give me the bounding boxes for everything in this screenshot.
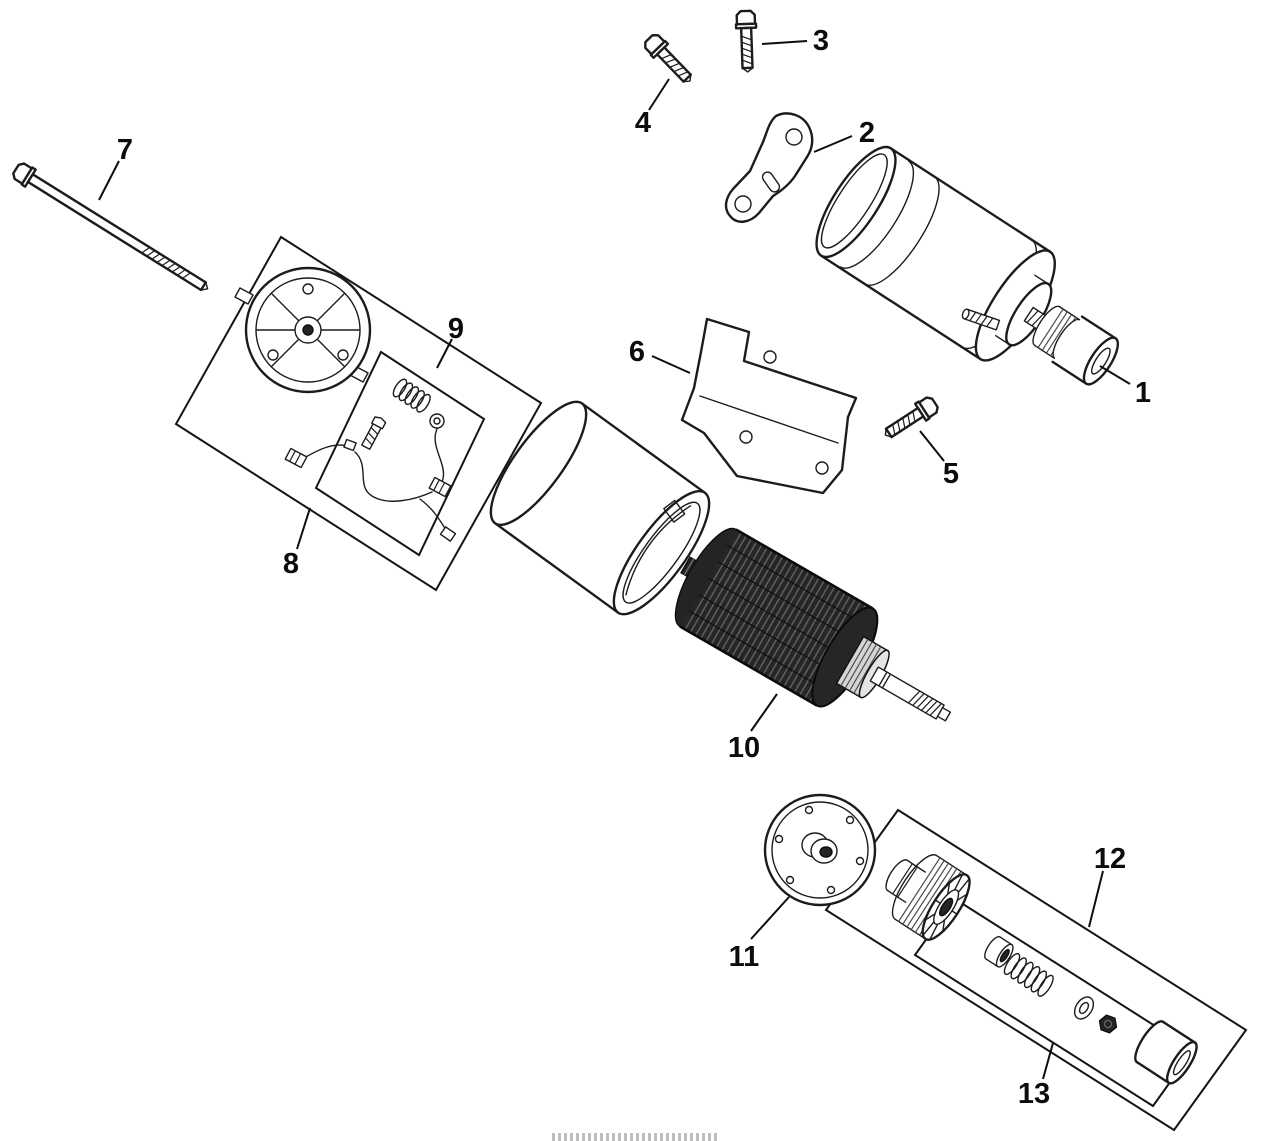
drive-spring (1003, 952, 1054, 997)
callout-leader-lines (98, 40, 1131, 1080)
callout-2: 2 (859, 117, 875, 149)
part-4-bolt (644, 33, 692, 83)
wire-connector (343, 438, 357, 452)
brush-block (284, 447, 308, 469)
callout-6: 6 (629, 336, 645, 368)
callout-4: 4 (635, 107, 651, 139)
part-13-retainer-set (984, 936, 1198, 1085)
brush-block (428, 476, 452, 498)
ring-terminal (429, 413, 445, 429)
callout-5: 5 (943, 458, 959, 490)
callout-1: 1 (1135, 377, 1151, 409)
part-8-end-cap (234, 266, 372, 394)
retainer-washer (1073, 996, 1095, 1020)
part-11-drive-plate (763, 793, 877, 907)
callout-9: 9 (448, 313, 464, 345)
callout-numbers: 1 2 3 4 5 6 7 8 9 10 11 12 13 (117, 25, 1151, 1110)
kit-box-part13 (913, 897, 1195, 1108)
cropped-footer-text (552, 1133, 720, 1141)
part-9-brush-kit (284, 378, 457, 542)
part-5-bolt (884, 396, 939, 439)
spring-cup (1134, 1020, 1198, 1085)
part-12-drive-pinion (885, 854, 971, 941)
kit-box-part8 (174, 235, 543, 592)
terminal-stud (361, 416, 387, 451)
callout-12: 12 (1094, 843, 1126, 875)
callout-7: 7 (117, 134, 133, 166)
callout-10: 10 (728, 732, 760, 764)
kit-box-part9 (314, 350, 486, 557)
part-3-bolt (734, 9, 758, 73)
end-cap-ear (234, 287, 254, 305)
part-2-upper-bracket (724, 112, 814, 223)
callout-8: 8 (283, 548, 299, 580)
starter-frame-sleeve (489, 400, 711, 616)
motor-stud (961, 308, 1001, 331)
drive-bushing (984, 936, 1014, 968)
callout-13: 13 (1018, 1078, 1050, 1110)
callout-11: 11 (729, 941, 760, 973)
brush-spring (392, 378, 431, 413)
callout-3: 3 (813, 25, 829, 57)
wire-connector (439, 526, 457, 542)
part-6-mounting-bracket (680, 317, 858, 495)
part-1-starter-motor (815, 145, 1120, 386)
hex-nut (1098, 1014, 1118, 1034)
part-10-armature (674, 527, 952, 722)
part-7-through-bolt (12, 162, 209, 292)
